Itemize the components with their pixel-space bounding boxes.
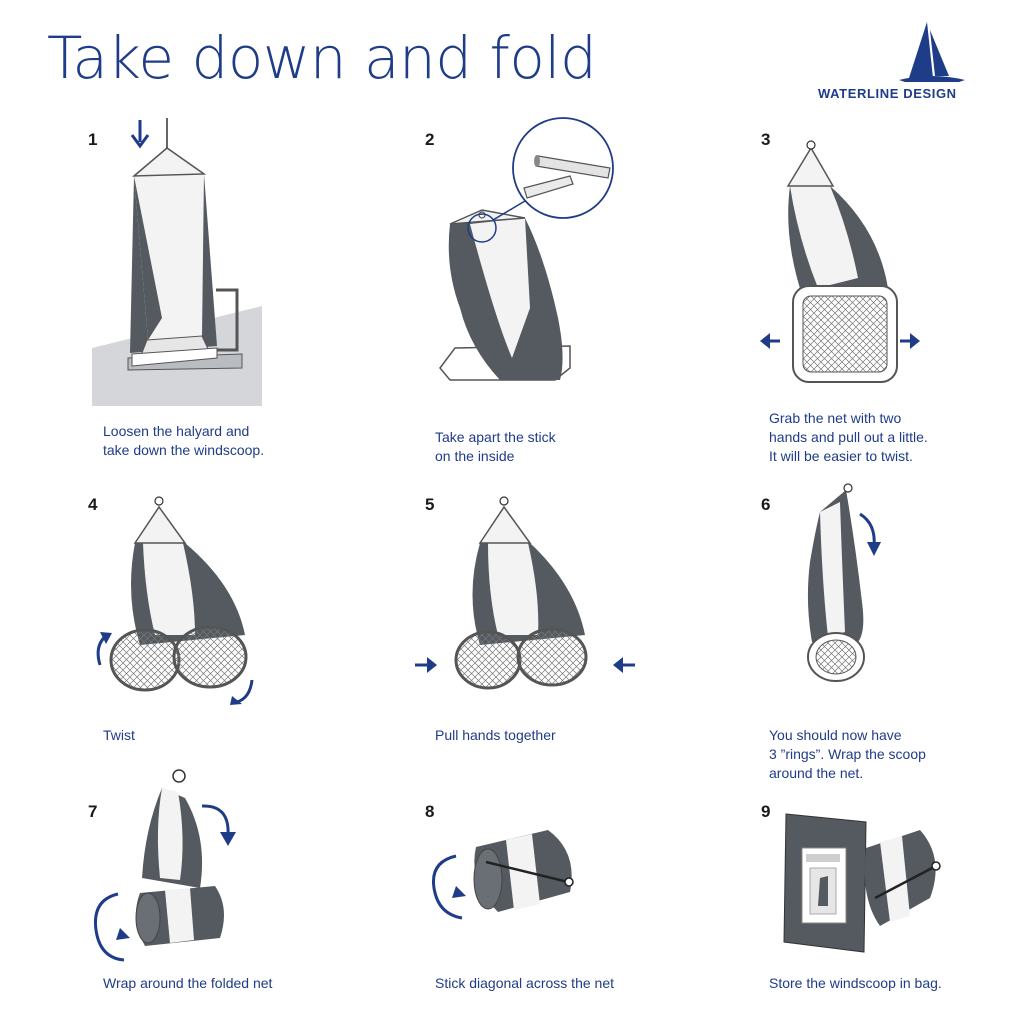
step-2-caption: Take apart the stick on the inside bbox=[435, 429, 556, 464]
pull-arrows-icon bbox=[760, 333, 920, 349]
step-4-caption: Twist bbox=[103, 727, 135, 743]
step-3-number: 3 bbox=[761, 130, 771, 149]
step-9-illustration bbox=[783, 813, 941, 953]
step-9-caption: Store the windscoop in bag. bbox=[769, 975, 942, 991]
step-5-caption: Pull hands together bbox=[435, 727, 556, 743]
step-5-number: 5 bbox=[425, 495, 435, 514]
step-8-caption: Stick diagonal across the net bbox=[435, 975, 614, 991]
step-6-caption: You should now have 3 ”rings”. Wrap the … bbox=[769, 727, 926, 781]
step-3-illustration bbox=[786, 140, 898, 383]
brand-logo: WATERLINE DESIGN bbox=[812, 20, 1002, 105]
step-2-illustration bbox=[439, 117, 614, 381]
step-7-illustration bbox=[135, 769, 224, 946]
step-8-number: 8 bbox=[425, 802, 435, 821]
step-6-illustration bbox=[807, 483, 865, 682]
step-1-number: 1 bbox=[88, 130, 98, 149]
step-1-illustration bbox=[92, 118, 262, 406]
sailboat-icon bbox=[899, 22, 965, 82]
step-5-illustration bbox=[454, 496, 588, 690]
down-arrow-icon bbox=[130, 120, 150, 149]
curved-arrow-icon bbox=[201, 804, 236, 846]
rotate-arrow-icon bbox=[93, 892, 130, 962]
step-6-number: 6 bbox=[761, 495, 771, 514]
curved-arrow-icon bbox=[859, 512, 881, 556]
step-1-caption: Loosen the halyard and take down the win… bbox=[103, 423, 265, 458]
step-8-illustration bbox=[473, 830, 574, 912]
brand-name: WATERLINE DESIGN bbox=[818, 86, 957, 101]
step-4-number: 4 bbox=[88, 495, 98, 514]
step-3-caption: Grab the net with two hands and pull out… bbox=[769, 410, 928, 464]
step-9-number: 9 bbox=[761, 802, 771, 821]
rotate-arrow-icon bbox=[431, 854, 466, 920]
step-7-number: 7 bbox=[88, 802, 98, 821]
page-title: Take down and fold bbox=[47, 24, 597, 92]
push-arrows-icon bbox=[415, 657, 635, 673]
step-7-caption: Wrap around the folded net bbox=[103, 975, 273, 991]
step-2-number: 2 bbox=[425, 130, 435, 149]
twist-arrows-icon bbox=[96, 632, 254, 705]
step-4-illustration bbox=[109, 496, 248, 692]
